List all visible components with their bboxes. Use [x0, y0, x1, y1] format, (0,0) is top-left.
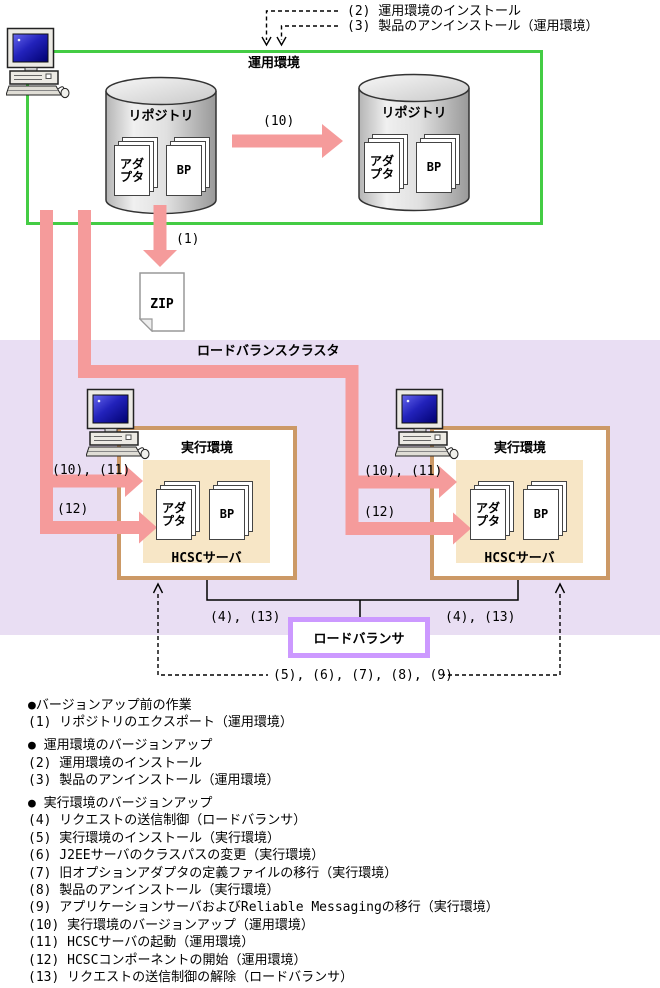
legend-line: (6) J2EEサーバのクラスパスの変更（実行環境）: [28, 848, 325, 864]
export-arrow-label: (1): [176, 232, 200, 247]
hcsc-server-label-right: HCSCサーバ: [484, 551, 555, 566]
zip-file-icon: ZIP: [139, 272, 185, 332]
adapter-doc-label: アダ プタ: [114, 145, 150, 196]
legend-heading: ● 運用環境のバージョンアップ: [28, 738, 213, 754]
legend-line: (13) リクエストの送信制御の解除（ロードバランサ）: [28, 970, 354, 986]
bp-doc-label: BP: [416, 142, 452, 193]
operation-env-title: 運用環境: [248, 56, 301, 71]
computer-icon-exec-left: [86, 388, 150, 460]
legend-line: (7) 旧オプションアダプタの定義ファイルの移行（実行環境）: [28, 865, 398, 881]
legend-line: (3) 製品のアンインストール（運用環境）: [28, 773, 280, 789]
arrow-10-11-label-left: (10), (11): [52, 463, 131, 478]
install-annotation-arrows: [261, 10, 338, 47]
legend-line: (1) リポジトリのエクスポート（運用環境）: [28, 715, 293, 731]
adapter-doc-label: アダ プタ: [470, 489, 506, 540]
arrow-10-11-label-right: (10), (11): [364, 464, 443, 479]
legend-heading: ● 実行環境のバージョンアップ: [28, 796, 213, 812]
adapter-docs: アダ プタ: [364, 134, 408, 193]
adapter-doc-label: アダ プタ: [364, 142, 400, 193]
legend: ●バージョンアップ前の作業 (1) リポジトリのエクスポート（運用環境） ● 運…: [28, 697, 653, 987]
adapter-docs: アダ プタ: [156, 481, 200, 540]
computer-icon-exec-right: [395, 388, 459, 460]
legend-line: (10) 実行環境のバージョンアップ（運用環境）: [28, 917, 314, 933]
legend-line: (4) リクエストの送信制御（ロードバランサ）: [28, 813, 307, 829]
annotation-line-2: [265, 10, 338, 40]
bp-docs: BP: [523, 481, 567, 540]
adapter-docs: アダ プタ: [114, 137, 158, 196]
cluster-title: ロードバランスクラスタ: [197, 344, 340, 359]
load-balancer-label: ロードバランサ: [313, 632, 405, 647]
bp-docs: BP: [209, 481, 253, 540]
legend-heading: ●バージョンアップ前の作業: [28, 698, 192, 713]
annotation-line-3: [280, 25, 338, 40]
legend-line: (12) HCSCコンポーネントの開始（運用環境）: [28, 952, 307, 968]
migrate-arrow-label: (10): [263, 114, 295, 129]
legend-line: (2) 運用環境のインストール: [28, 755, 203, 771]
legend-line: (8) 製品のアンインストール（実行環境）: [28, 883, 280, 899]
bp-doc-label: BP: [523, 489, 559, 540]
annotation-arrowhead-3: [276, 36, 287, 47]
legend-line: (11) HCSCサーバの起動（運用環境）: [28, 935, 255, 951]
adapter-docs: アダ プタ: [470, 481, 514, 540]
bp-doc-label: BP: [209, 489, 245, 540]
arrow-12-label-left: (12): [57, 502, 89, 517]
legend-line: (5) 実行環境のインストール（実行環境）: [28, 830, 281, 846]
repository-label: リポジトリ: [128, 108, 193, 124]
annotation-2-label: (2) 運用環境のインストール: [347, 4, 522, 19]
legend-line: (9) アプリケーションサーバおよびReliable Messagingの移行（…: [28, 900, 499, 916]
lb-link-label-left: (4), (13): [210, 610, 281, 625]
export-arrowhead: [143, 250, 177, 267]
hcsc-server-label-left: HCSCサーバ: [171, 551, 242, 566]
bp-docs: BP: [416, 134, 460, 193]
bp-doc-label: BP: [166, 145, 202, 196]
computer-icon-operation: [6, 27, 70, 99]
annotation-arrowhead-2: [261, 36, 272, 47]
adapter-doc-label: アダ プタ: [156, 489, 192, 540]
return-flow-label: (5), (6), (7), (8), (9): [273, 668, 454, 683]
bp-docs: BP: [166, 137, 210, 196]
arrow-12-label-right: (12): [364, 505, 396, 520]
load-balancer-box: ロードバランサ: [288, 617, 430, 658]
repository-label: リポジトリ: [381, 105, 446, 121]
lb-link-label-right: (4), (13): [445, 610, 516, 625]
annotation-3-label: (3) 製品のアンインストール（運用環境）: [347, 19, 599, 34]
exec-env-title: 実行環境: [493, 441, 546, 456]
zip-label: ZIP: [150, 297, 174, 312]
